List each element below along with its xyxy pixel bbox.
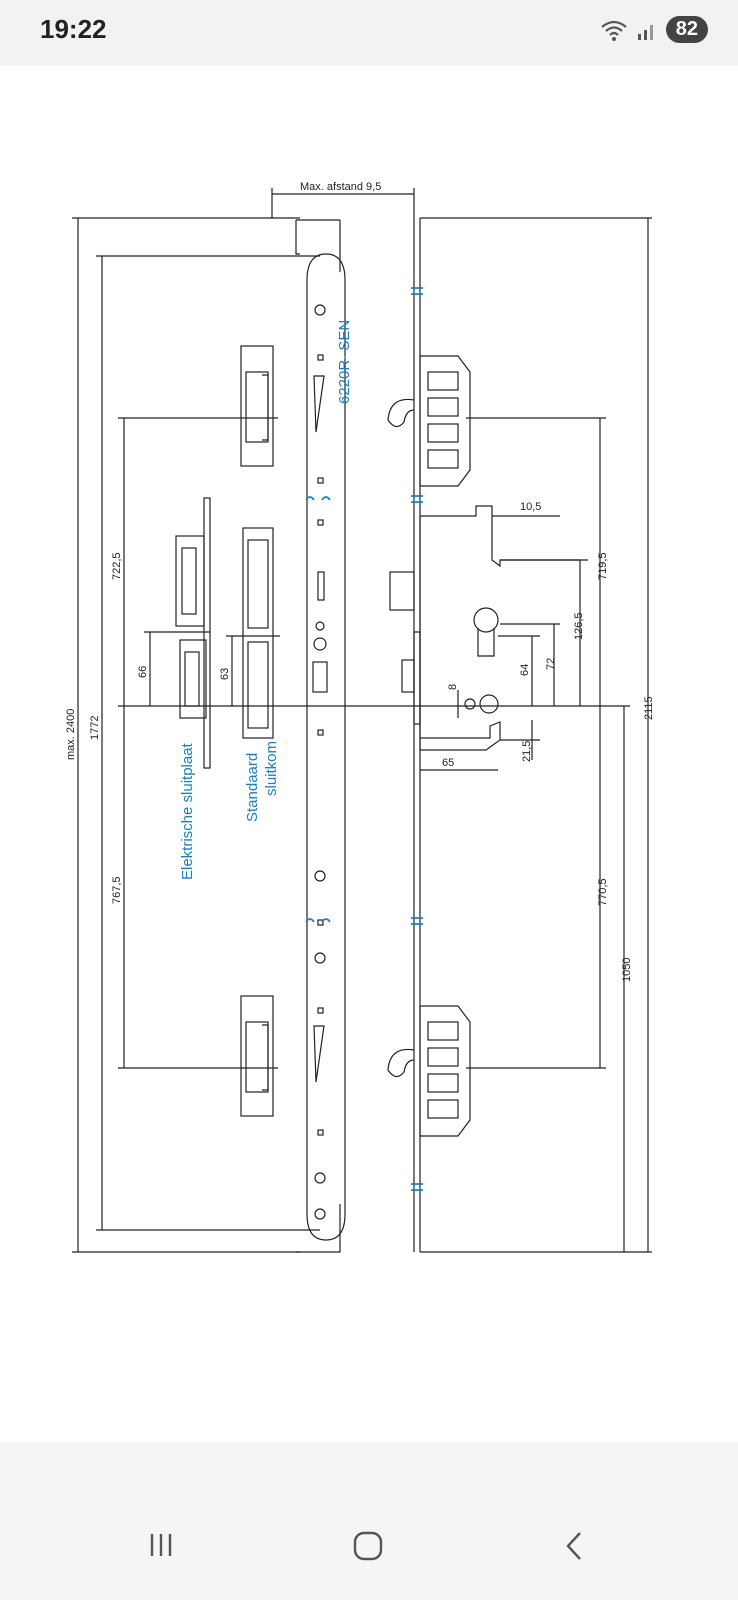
- dim-64: 64: [519, 664, 531, 676]
- dim-66: 66: [137, 666, 149, 678]
- dim-722-5: 722,5: [111, 552, 123, 580]
- dim-72: 72: [545, 658, 557, 670]
- model-label: 6220R- SEN: [336, 320, 353, 404]
- dim-63: 63: [219, 668, 231, 680]
- clock: 19:22: [40, 14, 107, 44]
- signal-icon: [637, 24, 653, 40]
- image-viewer[interactable]: Max. afstand 9,5 max. 2400 1772 722,5 76…: [0, 66, 738, 1442]
- status-bar: 19:22 82: [0, 0, 738, 66]
- home-icon[interactable]: [352, 1530, 384, 1562]
- wifi-icon: [601, 20, 627, 41]
- standard-keeper-label-2: sluitkom: [263, 741, 280, 796]
- navigation-bar: [0, 1442, 738, 1600]
- dim-top: Max. afstand 9,5: [300, 181, 381, 193]
- electric-strike-label: Elektrische sluitplaat: [179, 742, 196, 880]
- dim-65: 65: [442, 757, 454, 769]
- dim-max-2400: max. 2400: [65, 709, 77, 760]
- dim-1772: 1772: [89, 716, 101, 740]
- dim-2115: 2115: [643, 696, 655, 720]
- dim-767-5: 767,5: [111, 876, 123, 904]
- dim-10-5: 10,5: [520, 501, 541, 513]
- standard-keeper-label-1: Standaard: [244, 753, 261, 822]
- dim-770-5: 770,5: [597, 878, 609, 906]
- recents-icon[interactable]: [146, 1530, 176, 1560]
- dim-126-5: 126,5: [573, 612, 585, 640]
- status-icons: 82: [600, 16, 708, 43]
- dim-719-5: 719,5: [597, 552, 609, 580]
- dim-8: 8: [447, 684, 459, 690]
- battery-indicator: 82: [665, 16, 708, 43]
- dim-21-5: 21,5: [521, 741, 533, 762]
- lock-technical-drawing: Max. afstand 9,5 max. 2400 1772 722,5 76…: [65, 181, 655, 1253]
- back-icon[interactable]: [562, 1530, 588, 1562]
- dim-1050: 1050: [621, 958, 633, 982]
